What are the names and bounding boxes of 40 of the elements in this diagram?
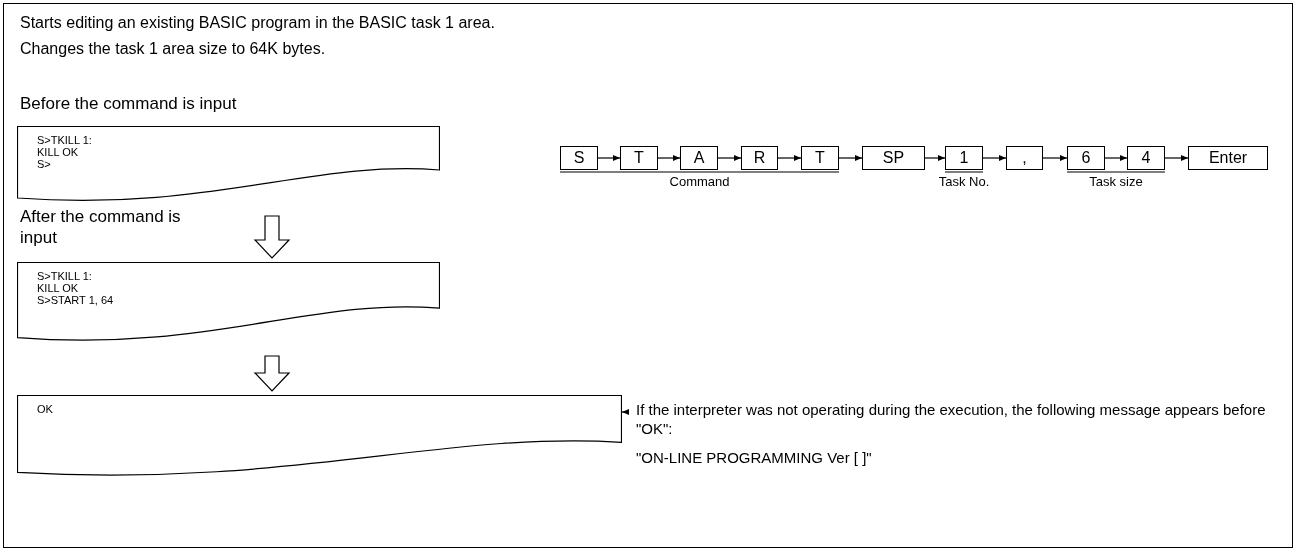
description-text: Changes the task 1 area size to 64K bytes. xyxy=(20,39,327,59)
key-box: 6 xyxy=(1067,146,1105,170)
screen-text-line: S> xyxy=(37,158,52,170)
arrow xyxy=(777,155,802,161)
message-text: "ON-LINE PROGRAMMING Ver [ ]" xyxy=(636,448,873,467)
arrow xyxy=(657,155,681,161)
screen-text-line: OK xyxy=(37,403,54,415)
key-box: , xyxy=(1006,146,1043,170)
arrow xyxy=(838,155,863,161)
arrow xyxy=(717,155,742,161)
bracket-label: Task No. xyxy=(937,174,991,189)
arrow xyxy=(597,155,621,161)
description-text: Starts editing an existing BASIC program in the BASIC task 1 area. xyxy=(20,13,496,33)
screen-text-line: S>START 1, 64 xyxy=(37,294,115,306)
note-text: If the interpreter was not operating during the execution, the following message appears before "OK": xyxy=(636,400,1267,438)
key-box: SP xyxy=(862,146,925,170)
screen-caption: Before the command is input xyxy=(20,93,238,114)
screen-text-line: KILL OK xyxy=(37,146,80,158)
leader-arrow xyxy=(621,409,629,415)
key-box: S xyxy=(560,146,598,170)
screen-text-line: KILL OK xyxy=(37,282,80,294)
block-arrow xyxy=(253,215,291,259)
screen-text-line: S>TKILL 1: xyxy=(37,134,93,146)
key-box: T xyxy=(620,146,658,170)
arrow xyxy=(982,155,1007,161)
key-box: Enter xyxy=(1188,146,1268,170)
arrow xyxy=(1104,155,1128,161)
key-box: 1 xyxy=(945,146,983,170)
key-box: A xyxy=(680,146,718,170)
arrow xyxy=(1042,155,1068,161)
bracket-label: Task size xyxy=(1088,174,1144,189)
screen-text-line: S>TKILL 1: xyxy=(37,270,93,282)
arrow xyxy=(1164,155,1189,161)
block-arrow xyxy=(253,355,291,392)
key-box: 4 xyxy=(1127,146,1165,170)
key-box: R xyxy=(741,146,778,170)
key-box: T xyxy=(801,146,839,170)
arrow xyxy=(924,155,946,161)
bracket-label: Command xyxy=(668,174,731,189)
screen-caption: After the command is input xyxy=(20,206,182,248)
